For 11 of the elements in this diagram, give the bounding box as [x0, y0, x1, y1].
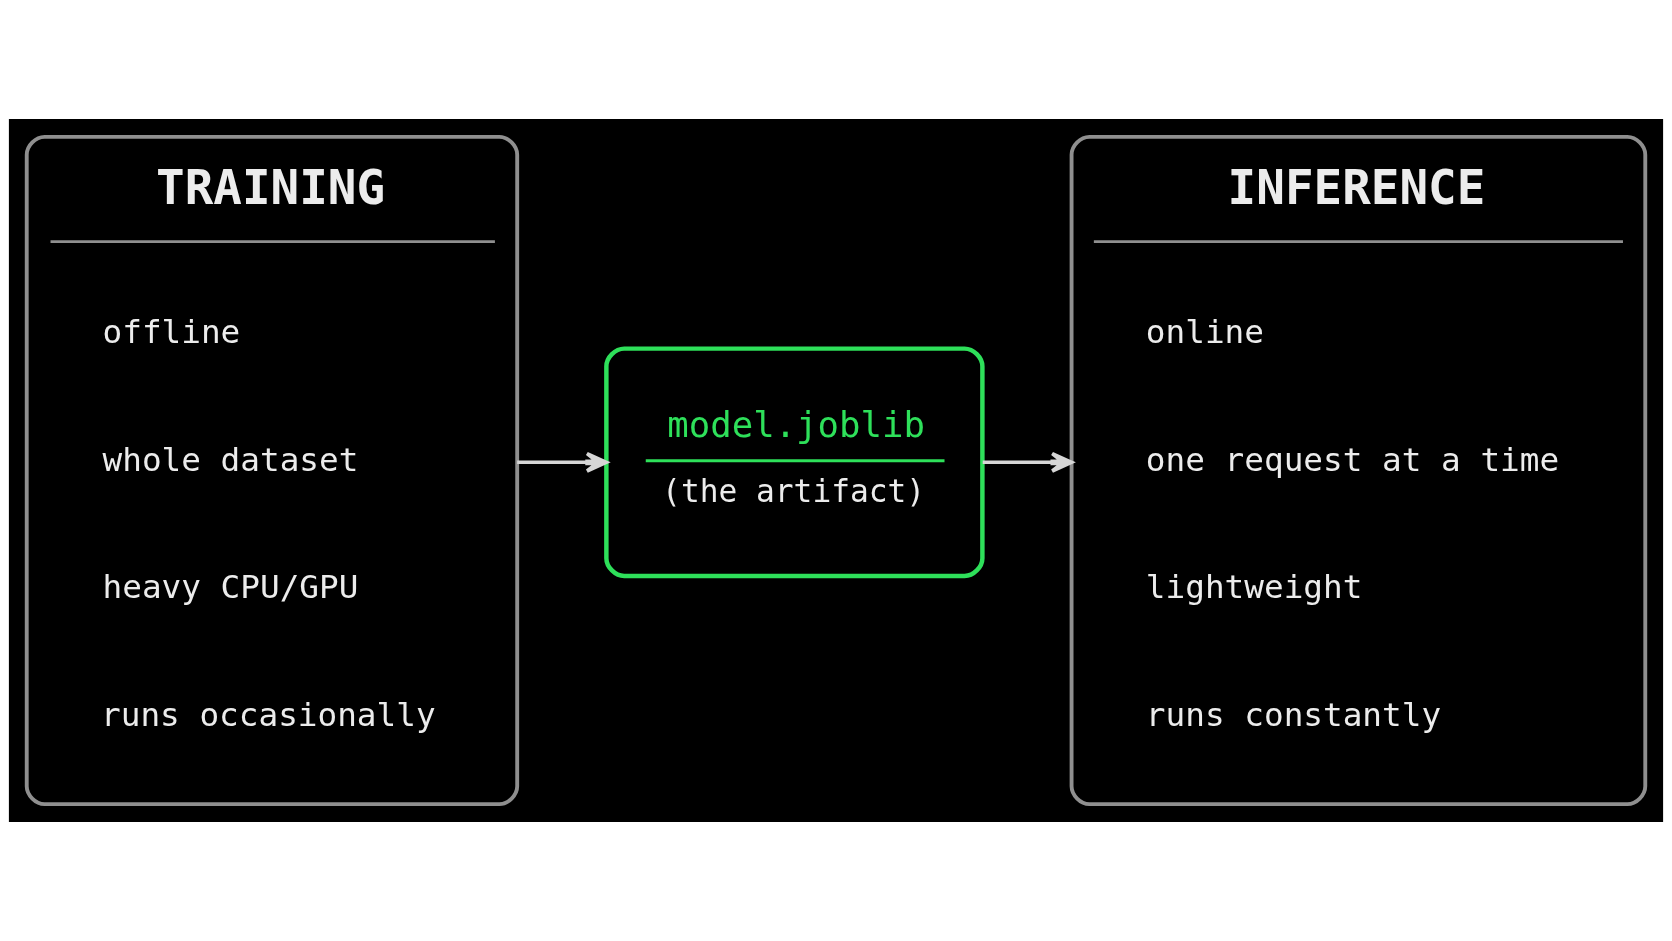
node-text: runs constantly — [1145, 696, 1442, 735]
node-text: lightweight — [1145, 568, 1363, 607]
node-text: runs occasionally — [101, 696, 436, 735]
node-text: offline — [102, 312, 241, 351]
node-text: online — [1145, 312, 1264, 351]
node-text: one request at a time — [1145, 440, 1560, 479]
node-box: model.joblib (the artifact) — [604, 346, 985, 579]
arrow — [982, 451, 1074, 473]
node-text: heavy CPU/GPU — [102, 568, 359, 607]
arrow — [517, 451, 609, 473]
node-text: whole dataset — [102, 440, 359, 479]
